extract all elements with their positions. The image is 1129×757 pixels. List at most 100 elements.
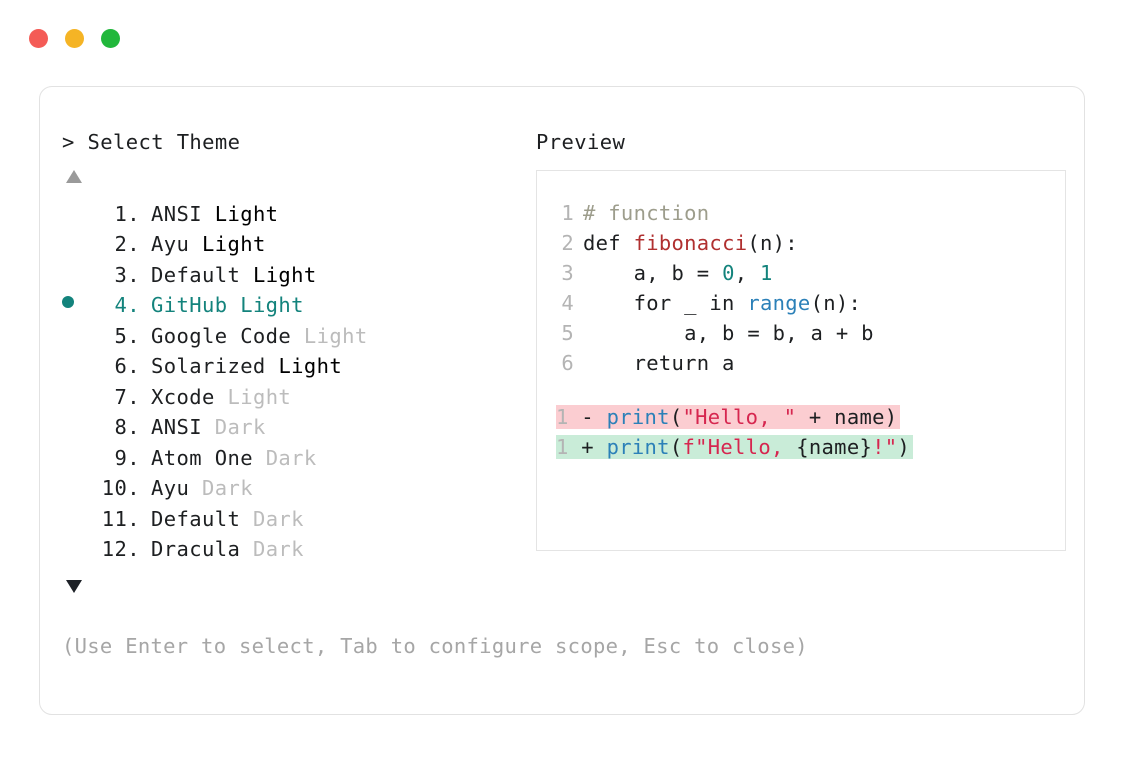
code-token-comment: # function: [583, 200, 710, 225]
theme-item-name: Dracula: [151, 537, 241, 561]
theme-item-name: ANSI: [151, 201, 202, 226]
diff-sign: -: [568, 404, 607, 429]
prompt-title: > Select Theme: [62, 132, 532, 153]
code-token-number: 0: [722, 260, 735, 285]
code-token-plain: (: [669, 404, 683, 429]
line-number: 1: [561, 200, 574, 225]
diff-line-content: 1 - print("Hello, " + name): [556, 404, 901, 429]
theme-item-gap: [240, 537, 253, 561]
code-token-plain: {name}: [796, 434, 873, 459]
code-token-plain: (: [669, 434, 683, 459]
diff-block: 1 - print("Hello, " + name)1 + print(f"H…: [537, 404, 1065, 465]
code-token-number: 1: [760, 260, 773, 285]
code-line: 4 for _ in range(n):: [537, 291, 1065, 321]
theme-item-gap: [291, 324, 304, 348]
theme-item-variant: Dark: [201, 476, 253, 500]
theme-list-item[interactable]: 12. Dracula Dark: [62, 537, 532, 568]
theme-list-item[interactable]: 2.Ayu Light: [62, 232, 532, 263]
code-line: 6 return a: [537, 351, 1065, 381]
theme-item-variant: Light: [201, 232, 266, 256]
keyboard-hint: (Use Enter to select, Tab to configure s…: [62, 634, 808, 658]
theme-list-item[interactable]: 11. Default Dark: [62, 507, 532, 538]
theme-item-gap: [202, 202, 215, 226]
code-content: a, b = b, a + b: [574, 321, 874, 345]
theme-item-variant: Light: [214, 201, 279, 226]
theme-item-number: 1.: [114, 201, 140, 226]
theme-item-name: Ayu: [151, 476, 190, 500]
code-token-builtin: print: [606, 434, 670, 459]
code-token-string: "Hello, ": [682, 404, 797, 429]
code-content: return a: [574, 351, 735, 375]
theme-item-gap: [227, 293, 240, 317]
theme-item-variant: Light: [240, 293, 304, 317]
code-token-plain: (n):: [810, 290, 862, 315]
line-number: 1: [556, 404, 569, 429]
preview-title: Preview: [536, 130, 626, 154]
code-line: 5 a, b = b, a + b: [537, 321, 1065, 351]
theme-item-gap: [189, 232, 202, 256]
theme-item-gap: [202, 415, 215, 439]
code-token-func: fibonacci: [633, 230, 748, 255]
theme-list-item[interactable]: 1. ANSI Light: [62, 202, 532, 233]
theme-item-number: 5.: [114, 323, 140, 348]
diff-line-del: 1 - print("Hello, " + name): [537, 404, 1065, 435]
code-token-plain: return a: [583, 350, 735, 375]
theme-item-name: Default: [151, 506, 241, 531]
code-line: 1 # function: [537, 201, 1065, 231]
theme-item-variant: Dark: [252, 506, 304, 531]
theme-item-number: 9.: [114, 445, 140, 470]
code-content: # function: [574, 201, 709, 225]
theme-list-item[interactable]: 6.Solarized Light: [62, 354, 532, 385]
theme-item-gap: [240, 507, 253, 531]
theme-list-item[interactable]: 3.Default Light: [62, 263, 532, 294]
code-token-plain: + name): [796, 404, 898, 429]
theme-item-variant: Dark: [252, 537, 304, 561]
theme-item-number: 6.: [114, 354, 140, 378]
theme-item-gap: [240, 263, 253, 287]
code-content: a, b = 0, 1: [574, 261, 773, 285]
theme-item-name: ANSI: [151, 415, 202, 439]
line-number: 5: [561, 320, 574, 345]
theme-item-name: Default: [151, 262, 241, 287]
code-token-plain: ): [897, 434, 911, 459]
theme-list-item[interactable]: 7.Xcode Light: [62, 385, 532, 416]
theme-item-name: Solarized: [151, 354, 266, 378]
scroll-down-indicator[interactable]: [62, 568, 532, 606]
line-number: 4: [561, 290, 574, 315]
maximize-button[interactable]: [101, 29, 120, 48]
code-token-string: !": [872, 434, 898, 459]
theme-item-gap: [266, 354, 279, 378]
theme-item-gap: [253, 446, 266, 470]
minimize-button[interactable]: [65, 29, 84, 48]
theme-item-number: 11.: [101, 506, 140, 531]
theme-item-gap: [215, 385, 228, 409]
theme-item-variant: Dark: [214, 415, 266, 439]
theme-item-number: 7.: [114, 384, 140, 409]
scroll-up-indicator[interactable]: [62, 169, 532, 192]
triangle-down-icon: [66, 579, 82, 593]
theme-list-item[interactable]: 5.Google Code Light: [62, 324, 532, 355]
theme-item-variant: Light: [303, 323, 368, 348]
theme-list-item[interactable]: 9.Atom One Dark: [62, 446, 532, 477]
code-token-builtin: print: [606, 404, 670, 429]
code-token-plain: (n):: [747, 230, 798, 255]
theme-item-name: Atom One: [151, 445, 253, 470]
diff-line-add: 1 + print(f"Hello, {name}!"): [537, 434, 1065, 465]
code-token-plain: for _ in: [583, 290, 748, 315]
theme-list-item[interactable]: 4.GitHub Light: [62, 293, 532, 324]
theme-item-gap: [189, 476, 202, 500]
prompt-title-text: Select Theme: [87, 130, 241, 154]
window-traffic-lights: [29, 29, 120, 48]
line-number: 3: [561, 260, 574, 285]
theme-list-item[interactable]: 10.Ayu Dark: [62, 476, 532, 507]
code-content: def fibonacci(n):: [574, 231, 798, 255]
close-button[interactable]: [29, 29, 48, 48]
theme-list-item[interactable]: 8.ANSI Dark: [62, 415, 532, 446]
theme-item-number: 12.: [101, 537, 140, 561]
theme-item-variant: Light: [252, 262, 317, 287]
theme-item-name: GitHub: [151, 293, 228, 317]
